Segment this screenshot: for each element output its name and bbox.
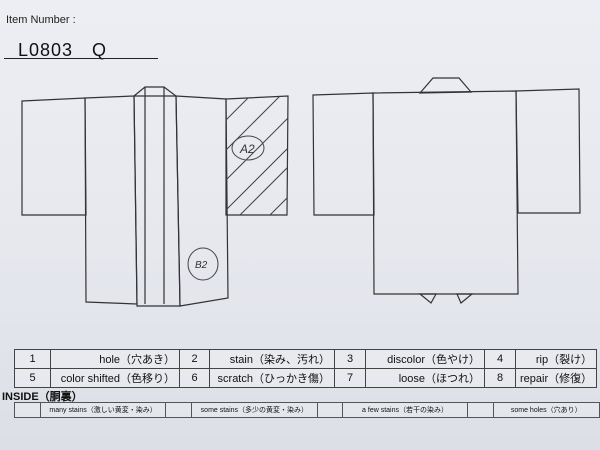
legend-label: rip（裂け） [514,349,598,369]
back-right-gusset [456,293,474,304]
legend-label: color shifted（色移り） [50,368,180,388]
legend-number: 4 [484,349,516,369]
front-right-sleeve [225,95,289,216]
legend-number: 1 [14,349,51,369]
item-number-label: Item Number : [6,14,76,26]
legend-row: 1 hole（穴あき） 2 stain（染み、汚れ） 3 discolor（色や… [14,349,598,369]
inside-option-label: many stains（激しい黄変・染み） [39,402,167,418]
legend-number: 8 [484,368,516,388]
back-body [372,90,519,295]
legend-label: scratch（ひっかき傷） [209,368,335,388]
inside-option-label: some stains（多少の黄変・染み） [191,402,318,418]
back-diagram [312,77,581,304]
legend-number: 2 [179,349,210,369]
inside-checkbox-few-stains[interactable] [316,402,344,418]
legend-label: repair（修復） [514,368,598,388]
item-number-value: L0803 Q [18,40,108,60]
item-number-underline [4,58,158,59]
inside-checkbox-many-stains[interactable] [14,402,41,418]
inside-option-label: a few stains（若干の染み） [342,402,468,418]
damage-legend: 1 hole（穴あき） 2 stain（染み、汚れ） 3 discolor（色や… [14,349,598,388]
back-right-sleeve [515,88,581,214]
legend-label: hole（穴あき） [50,349,180,369]
front-diagram [21,86,289,307]
back-left-sleeve [312,92,375,216]
front-right-body [175,95,229,307]
inside-checkbox-some-stains[interactable] [165,402,193,418]
legend-number: 6 [179,368,210,388]
inside-title: INSIDE（胴裏） [2,391,83,403]
front-collar [133,86,181,307]
legend-number: 7 [334,368,366,388]
inside-option-label: some holes（穴あり） [492,402,600,418]
front-left-body [84,95,138,305]
damage-mark-b2: B2 [187,247,219,281]
inside-row: many stains（激しい黄変・染み） some stains（多少の黄変・… [14,402,600,418]
damage-mark-a2: A2 [231,135,265,161]
front-left-sleeve [21,97,87,216]
legend-number: 3 [334,349,366,369]
inside-checkbox-some-holes[interactable] [466,402,494,418]
inside-condition-table: many stains（激しい黄変・染み） some stains（多少の黄変・… [14,402,600,418]
back-left-gusset [418,293,438,304]
back-collar [418,77,473,94]
mark-a2-text: A2 [239,142,255,156]
legend-row: 5 color shifted（色移り） 6 scratch（ひっかき傷） 7 … [14,368,598,388]
legend-label: stain（染み、汚れ） [209,349,335,369]
legend-label: discolor（色やけ） [365,349,485,369]
legend-label: loose（ほつれ） [365,368,485,388]
mark-b2-text: B2 [195,260,208,271]
legend-number: 5 [14,368,51,388]
